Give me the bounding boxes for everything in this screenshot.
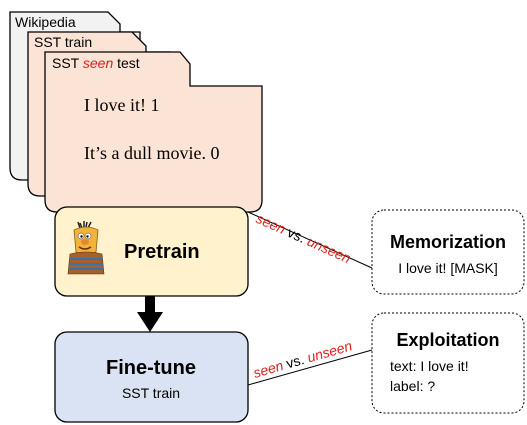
pretrain-title: Pretrain	[124, 241, 200, 263]
connector-finetune-to-exploitation: seen vs. unseen	[247, 337, 373, 386]
bert-muppet-icon	[67, 221, 105, 275]
memorization-body: I love it! [MASK]	[398, 260, 498, 276]
arrow-pretrain-to-finetune	[137, 296, 163, 332]
finetune-title: Fine-tune	[106, 357, 196, 379]
connector-top-label: seen vs. unseen	[254, 210, 354, 266]
example-sentence-2: It’s a dull movie. 0	[84, 143, 219, 163]
memorization-title: Memorization	[390, 232, 506, 252]
example-sentence-1: I love it! 1	[84, 95, 159, 115]
exploitation-box: Exploitation text: I love it! label: ?	[371, 312, 525, 414]
exploitation-line-text: text: I love it!	[390, 358, 469, 374]
finetune-box: Fine-tune SST train	[54, 331, 249, 423]
folder-sst-seen-test-label: SST seen test	[52, 55, 140, 71]
exploitation-title: Exploitation	[397, 330, 500, 350]
finetune-subtitle: SST train	[122, 385, 180, 401]
pretrain-box: Pretrain	[54, 206, 249, 297]
connector-pretrain-to-memorization: seen vs. unseen	[247, 210, 373, 269]
folder-sst-seen-test: SST seen test I love it! 1 It’s a dull m…	[44, 51, 263, 213]
folder-sst-train-label: SST train	[34, 34, 92, 50]
folder-wikipedia-label: Wikipedia	[15, 14, 76, 30]
exploitation-line-label: label: ?	[390, 378, 435, 394]
memorization-box: Memorization I love it! [MASK]	[371, 209, 525, 295]
